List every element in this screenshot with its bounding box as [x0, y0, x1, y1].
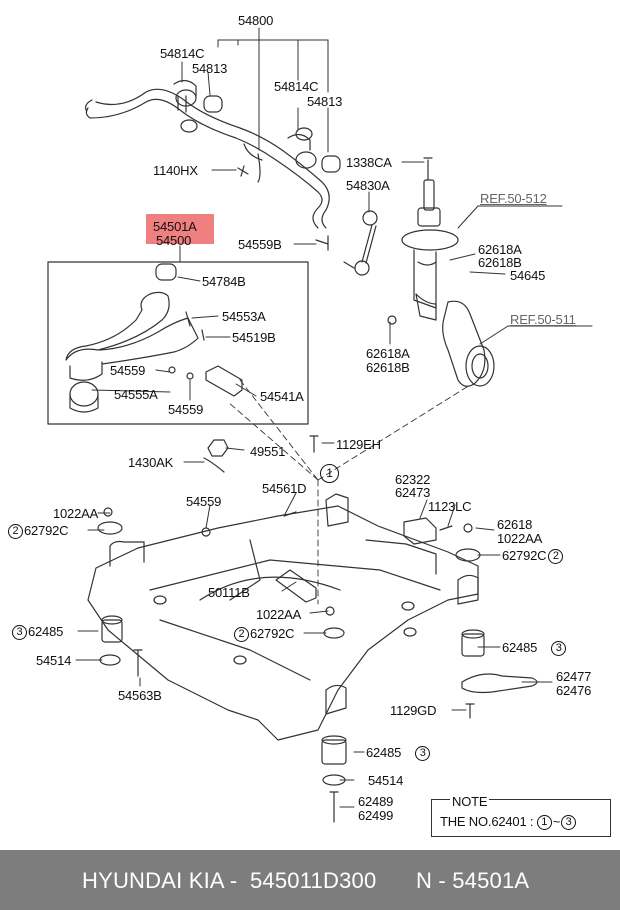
- strut-assembly: [401, 157, 459, 321]
- label-54555a: 54555A: [114, 387, 158, 402]
- label-1338ca: 1338CA: [346, 155, 392, 170]
- bracket-50111b: [275, 569, 317, 603]
- label-62489: 62489: [358, 794, 394, 809]
- label-62476: 62476: [556, 683, 592, 698]
- label-1123lc: 1123LC: [428, 499, 472, 514]
- label-1129gd: 1129GD: [390, 703, 437, 718]
- label-54813-left: 54813: [192, 61, 228, 76]
- label-54501a: 54501A: [153, 219, 197, 234]
- label-62485-right-text: 62485: [502, 640, 538, 655]
- exploded-parts-diagram: 54800 54814C 54813 54814C 54813 1140HX 1…: [8, 13, 611, 837]
- part-highlight: [146, 214, 214, 244]
- label-62485-bottom-text: 62485: [366, 745, 402, 760]
- label-1022aa-left: 1022AA: [53, 506, 99, 521]
- label-1140hx: 1140HX: [153, 163, 198, 178]
- label-50111b: 50111B: [208, 585, 250, 600]
- label-54559-a: 54559: [110, 363, 146, 378]
- label-54561d: 54561D: [262, 481, 307, 496]
- circle-3-text-bottom: 3: [415, 746, 431, 762]
- circle-2-text-left: 2: [8, 524, 23, 540]
- footer-brand: HYUNDAI KIA -: [82, 868, 238, 893]
- label-54800: 54800: [238, 13, 274, 28]
- label-54813-right: 54813: [307, 94, 343, 109]
- note-separator: ~: [552, 814, 561, 829]
- lower-control-arm: [65, 263, 199, 413]
- label-62473: 62473: [395, 485, 431, 500]
- note-circle-to: 3: [561, 815, 577, 831]
- label-54500: 54500: [156, 233, 192, 248]
- label-62485-bottom: 62485 3: [366, 745, 431, 762]
- label-62618b-bottom: 62618B: [366, 360, 410, 375]
- circle-2-text-middle: 2: [234, 627, 249, 643]
- label-49551: 49551: [250, 444, 286, 459]
- footer-part-number: 545011D300: [250, 868, 377, 893]
- label-54559-c: 54559: [186, 494, 222, 509]
- bushing-62485-left: [97, 507, 297, 677]
- circle-2-text-right: 2: [548, 549, 564, 565]
- label-1430ak: 1430AK: [128, 455, 174, 470]
- label-62618b-top: 62618B: [478, 255, 522, 270]
- label-62322: 62322: [395, 472, 431, 487]
- label-62618a-top: 62618A: [478, 242, 522, 257]
- ref-50-511[interactable]: REF.50-511: [510, 312, 576, 327]
- note-title: NOTE: [450, 794, 490, 809]
- bushings: [173, 79, 341, 173]
- nut-and-pin: [203, 435, 319, 473]
- label-54814c-right: 54814C: [274, 79, 319, 94]
- label-54563b: 54563B: [118, 688, 162, 703]
- note-box: NOTE THE NO.62401 : 1~3: [431, 794, 611, 837]
- stabilizer-link: [315, 210, 378, 276]
- circle-3-text-right: 3: [551, 641, 567, 657]
- label-62792c-middle-text: 62792C: [250, 626, 295, 641]
- label-1022aa-middle: 1022AA: [256, 607, 302, 622]
- label-62485-left-text: 62485: [28, 624, 64, 639]
- label-54559-b: 54559: [168, 402, 204, 417]
- label-62485-right: 62485 3: [502, 640, 567, 657]
- bushing-62485-bottom: [321, 606, 347, 823]
- footer-ref: N - 54501A: [416, 868, 530, 893]
- circle-3-text-left: 3: [12, 625, 27, 641]
- bushing-62485-right: [439, 523, 538, 719]
- ball-joint: [168, 311, 243, 397]
- lower-arm-group-box: [47, 261, 309, 425]
- label-54553a: 54553A: [222, 309, 266, 324]
- label-54559b: 54559B: [238, 237, 282, 252]
- steering-knuckle: [387, 300, 495, 387]
- subframe-crossmember: [87, 493, 479, 741]
- note-circle-from: 1: [536, 815, 552, 831]
- circle-marker-1: 1: [320, 464, 340, 483]
- leader-lines-top: [75, 27, 593, 808]
- label-62477: 62477: [556, 669, 592, 684]
- stabilizer-bar: [85, 88, 330, 229]
- label-62499: 62499: [358, 808, 394, 823]
- mount-62322: [403, 517, 437, 545]
- label-54514-bottom: 54514: [368, 773, 404, 788]
- label-54784b: 54784B: [202, 274, 246, 289]
- label-54814c-left: 54814C: [160, 46, 205, 61]
- note-text-main: THE NO.62401 :: [440, 814, 534, 829]
- label-54519b: 54519B: [232, 330, 276, 345]
- footer-bar: HYUNDAI KIA - 545011D300 N - 54501A: [0, 850, 620, 910]
- label-54514-left: 54514: [36, 653, 72, 668]
- diagram-line-art: [47, 27, 593, 823]
- label-54830a: 54830A: [346, 178, 390, 193]
- bolt-1140hx: [237, 165, 249, 177]
- label-54541a: 54541A: [260, 389, 304, 404]
- circle-1-text: 1: [320, 464, 339, 483]
- note-text: THE NO.62401 : 1~3: [440, 814, 577, 831]
- label-62618-right: 62618: [497, 517, 533, 532]
- ref-50-512[interactable]: REF.50-512: [480, 191, 547, 206]
- label-1129eh: 1129EH: [336, 437, 381, 452]
- label-62792c-left-text: 62792C: [24, 523, 69, 538]
- label-1022aa-right: 1022AA: [497, 531, 543, 546]
- label-62792c-right-text: 62792C: [502, 548, 547, 563]
- label-54645: 54645: [510, 268, 546, 283]
- label-62618a-bottom: 62618A: [366, 346, 410, 361]
